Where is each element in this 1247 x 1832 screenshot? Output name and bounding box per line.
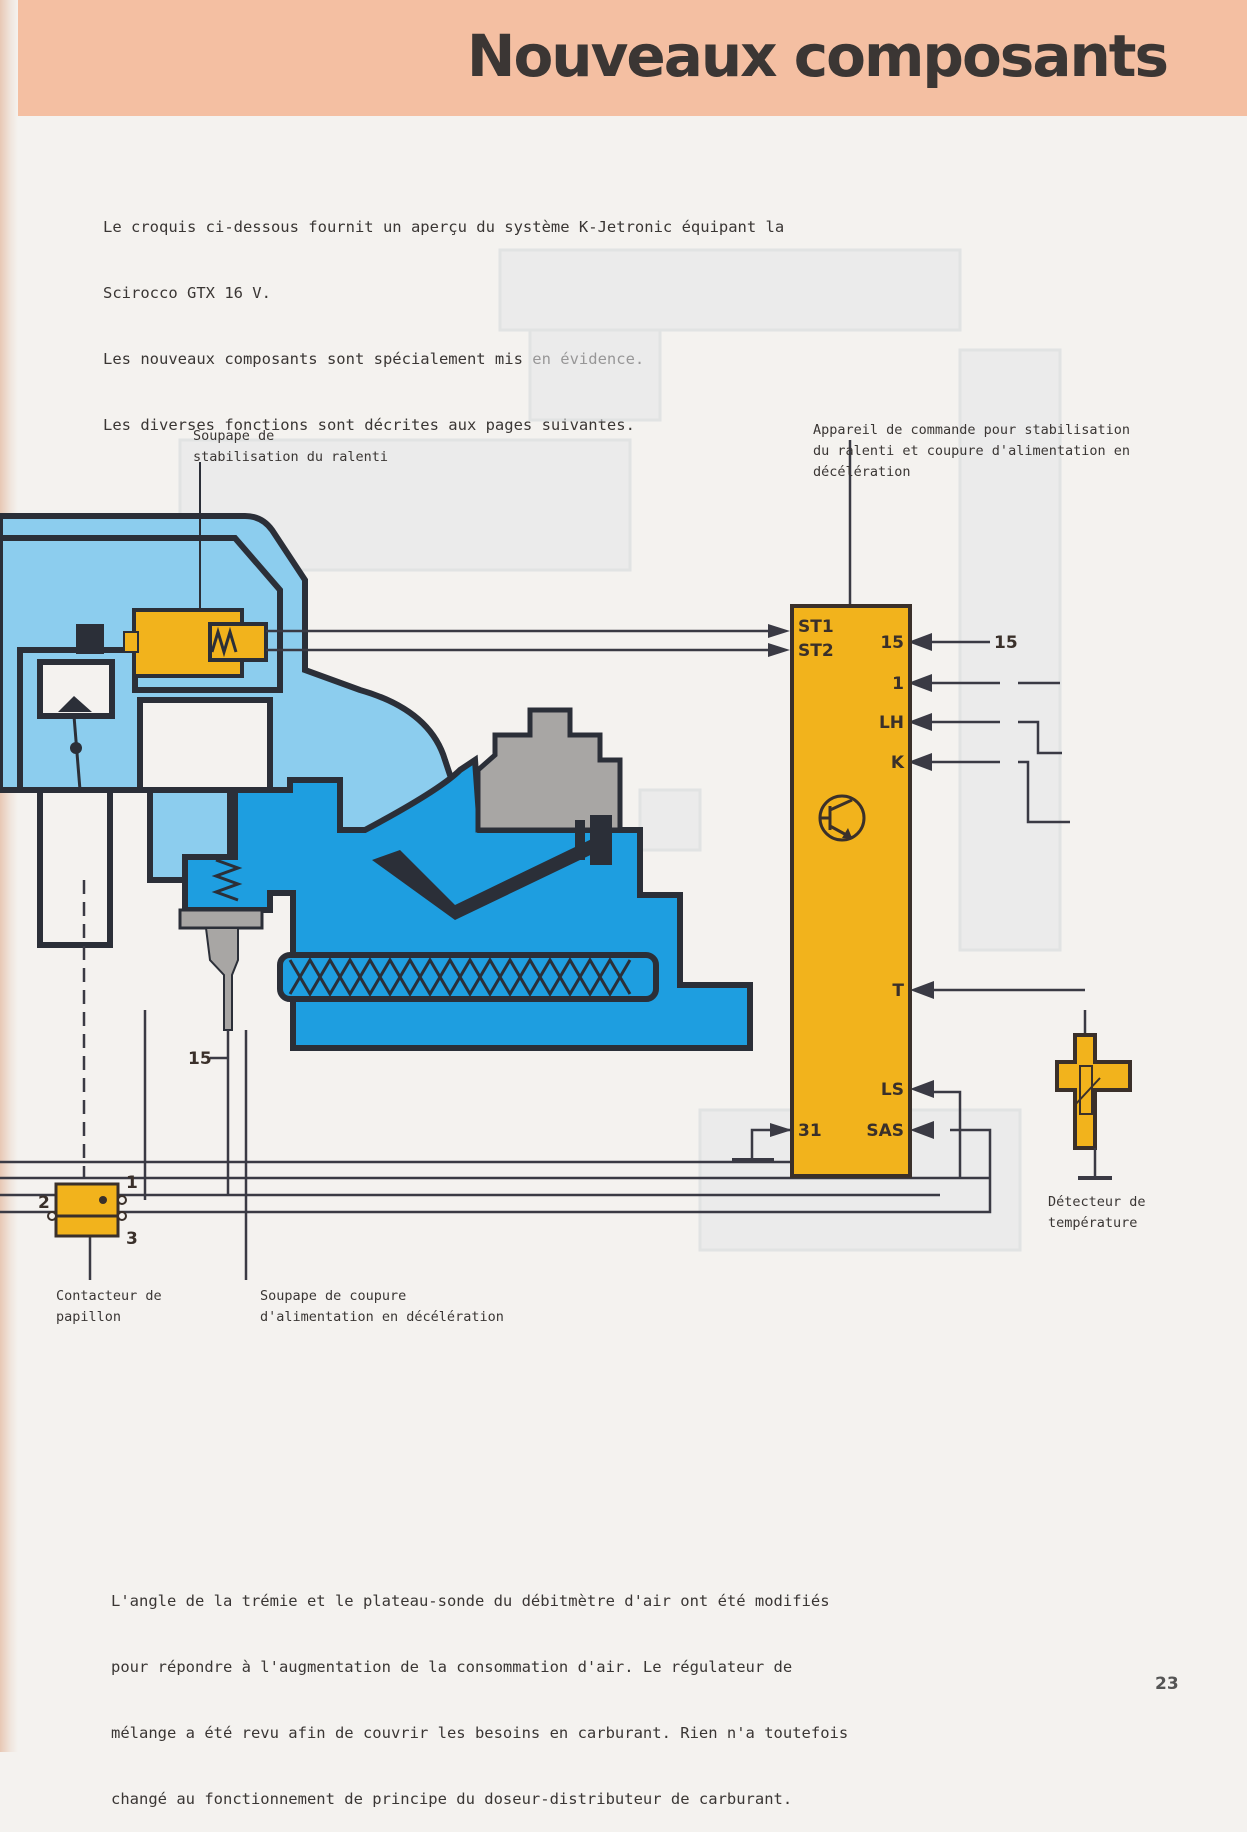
external-terminal-15: 15 xyxy=(994,633,1018,653)
pin-st1: ST1 xyxy=(798,617,834,637)
background-ghost-drawing xyxy=(178,248,1062,1252)
pin-sas: SAS xyxy=(866,1121,904,1141)
pin-t: T xyxy=(892,981,904,1001)
spring-icon xyxy=(210,626,238,658)
pin-ls: LS xyxy=(881,1080,904,1100)
k-jetronic-diagram: ST1 ST2 31 15 1 LH K T LS SAS 15 1 2 3 1… xyxy=(0,248,1132,1280)
page-binding-edge xyxy=(0,0,18,1752)
filter-mesh xyxy=(288,957,632,997)
throttle-switch: 1 2 3 xyxy=(38,1173,138,1249)
control-unit: ST1 ST2 31 15 1 LH K T LS SAS xyxy=(790,604,912,1178)
pin-31: 31 xyxy=(798,1121,822,1141)
page-number: 23 xyxy=(1155,1674,1179,1694)
pin-lh: LH xyxy=(879,713,904,733)
label-cutoff-valve: Soupape de coupure d'alimentation en déc… xyxy=(260,1288,504,1325)
description-line: mélange a été revu afin de couvrir les b… xyxy=(111,1724,849,1742)
description-line: changé au fonctionnement de principe du … xyxy=(111,1790,793,1808)
cutoff-terminal-15: 15 xyxy=(188,1049,212,1069)
switch-terminal-3: 3 xyxy=(126,1229,138,1249)
wiring xyxy=(0,440,1112,1280)
label-control-unit: Appareil de commande pour stabilisation … xyxy=(813,422,1130,480)
temperature-sensor xyxy=(1055,1033,1132,1165)
switch-terminal-1: 1 xyxy=(126,1173,138,1193)
page-title: Nouveaux composants xyxy=(466,22,1169,90)
pin-1: 1 xyxy=(892,674,904,694)
mixture-regulator xyxy=(178,707,753,1051)
spring-icon xyxy=(211,858,243,902)
description-paragraph: L'angle de la trémie et le plateau-sonde… xyxy=(111,1546,848,1832)
idle-stabilisation-valve xyxy=(76,608,268,678)
switch-terminal-2: 2 xyxy=(38,1193,50,1213)
description-line: pour répondre à l'augmentation de la con… xyxy=(111,1658,793,1676)
pin-st2: ST2 xyxy=(798,641,834,661)
arrowheads xyxy=(768,624,934,1139)
label-throttle-switch: Contacteur de papillon xyxy=(56,1288,162,1325)
pin-15: 15 xyxy=(880,633,904,653)
description-line: L'angle de la trémie et le plateau-sonde… xyxy=(111,1592,830,1610)
label-idle-stabilisation-valve: Soupape de stabilisation du ralenti xyxy=(193,428,389,465)
intro-line: Le croquis ci-dessous fournit un aperçu … xyxy=(103,218,785,236)
header-band xyxy=(0,0,1247,116)
pin-k: K xyxy=(891,753,905,773)
intro-line: Scirocco GTX 16 V. xyxy=(103,284,271,302)
label-temperature-sensor: Détecteur de température xyxy=(1048,1194,1146,1231)
